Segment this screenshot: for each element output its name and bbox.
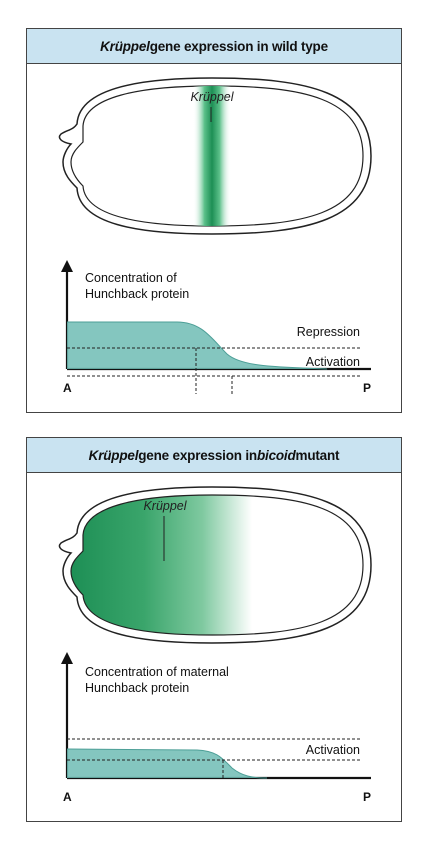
y-axis-label-line1: Concentration of — [85, 271, 177, 285]
embryo-kruppel-domain — [70, 494, 364, 636]
title-text: gene expression in wild type — [149, 38, 328, 54]
kruppel-stripe — [193, 86, 231, 226]
title-text-end: mutant — [295, 447, 340, 463]
x-axis-start-label: A — [63, 790, 72, 804]
maternal-hunchback-curve-outline — [66, 748, 268, 779]
bicoid-mutant-panel: Krüppel gene expression in bicoid mutant… — [26, 437, 402, 822]
embryo-label-kruppel: Krüppel — [143, 499, 187, 513]
wild-type-diagram: Krüppel Concentration of Hunchback prote… — [58, 77, 372, 395]
hunchback-curve-outline — [67, 321, 328, 370]
embryo-label-kruppel: Krüppel — [190, 90, 234, 104]
activation-label: Activation — [306, 743, 360, 757]
title-gene-name: Krüppel — [88, 447, 139, 463]
wild-type-panel: Krüppel gene expression in wild type Krü… — [26, 28, 402, 413]
hunchback-concentration-curve — [67, 322, 327, 369]
maternal-hunchback-concentration-curve — [67, 749, 267, 778]
x-axis-start-label: A — [63, 381, 72, 395]
y-axis-label-line2: Hunchback protein — [85, 287, 189, 301]
y-axis-arrow — [61, 260, 73, 272]
y-axis-label-line1: Concentration of maternal — [85, 665, 229, 679]
activation-label: Activation — [306, 355, 360, 369]
y-axis-arrow — [61, 652, 73, 664]
title-text: gene expression in — [138, 447, 257, 463]
title-gene-name: Krüppel — [100, 38, 150, 54]
wild-type-panel-title: Krüppel gene expression in wild type — [27, 29, 401, 64]
y-axis-label-line2: Hunchback protein — [85, 681, 189, 695]
title-mutant-name: bicoid — [256, 447, 296, 463]
x-axis-end-label: P — [363, 790, 371, 804]
bicoid-mutant-panel-title: Krüppel gene expression in bicoid mutant — [27, 438, 401, 473]
x-axis-end-label: P — [363, 381, 371, 395]
bicoid-mutant-diagram: Krüppel Concentration of maternal Hunchb… — [58, 486, 372, 804]
repression-label: Repression — [297, 325, 360, 339]
